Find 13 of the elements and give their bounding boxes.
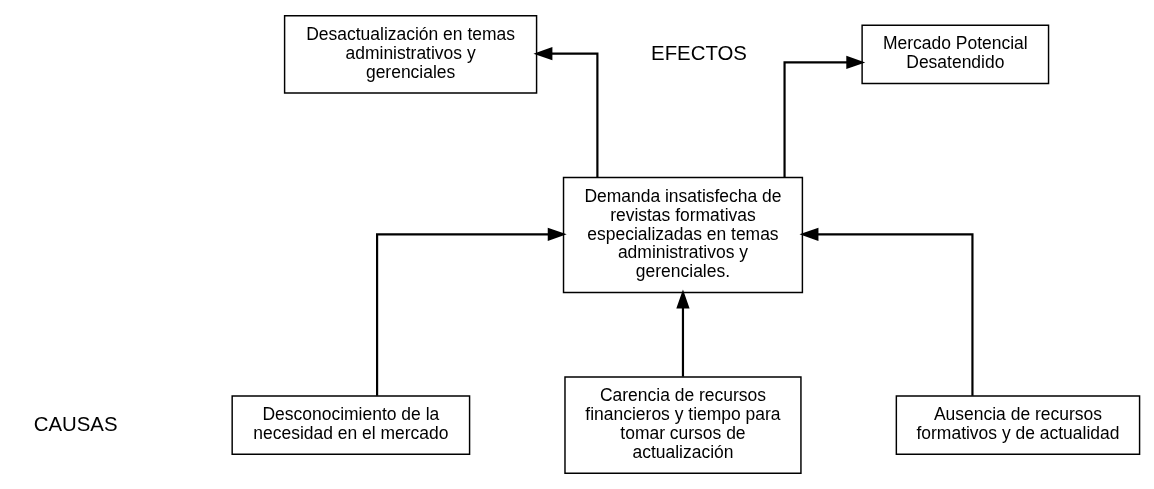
label: CAUSAS [33, 412, 118, 435]
arrow [533, 47, 599, 178]
arrow [799, 227, 974, 396]
node-box: Carencia de recursos financieros y tiempo para tomar cursos de actualización [564, 376, 802, 474]
arrow [676, 289, 690, 377]
node-box: Mercado Potencial Desatendido [861, 24, 1050, 85]
node-box: Ausencia de recursos formativos y de actualidad [895, 395, 1141, 455]
arrow [783, 55, 866, 178]
node-box: Demanda insatisfecha de revistas formativas especializadas en temas administrativos y gerenciales. [562, 176, 804, 294]
arrow [376, 227, 567, 396]
label: EFECTOS [651, 41, 747, 64]
node-box: Desconocimiento de la necesidad en el mercado [231, 395, 471, 455]
node-box: Desactualización en temas administrativos y gerenciales [283, 15, 538, 94]
